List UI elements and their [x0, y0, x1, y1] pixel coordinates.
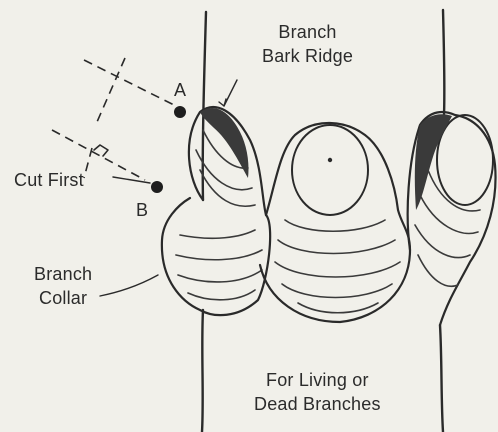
ridge-arrowhead [219, 99, 226, 106]
trunk-right-edge [443, 10, 444, 115]
middle-branch-outline [260, 123, 410, 322]
first-cut-line [97, 58, 125, 122]
label-line: Branch [262, 20, 353, 44]
point-b-label: B [136, 198, 148, 222]
trunk-left-lower [202, 310, 203, 432]
trunk-right-lower [440, 325, 443, 432]
ridge-leader [224, 80, 237, 106]
right-branch-cut-face [437, 115, 493, 205]
first-cut-line-lower [84, 148, 92, 178]
point-b-marker [151, 181, 163, 193]
point-a-marker [174, 106, 186, 118]
caption-line: For Living or [254, 368, 381, 392]
bark-ridge-right [415, 114, 452, 210]
label-line: Collar [34, 286, 92, 310]
cut-line-a [84, 60, 174, 105]
left-branch-outline [162, 107, 270, 315]
label-line: Bark Ridge [262, 44, 353, 68]
branch-collar-label: Branch Collar [34, 262, 92, 310]
cut-first-label: Cut First [14, 168, 84, 192]
middle-branch-cut-face [292, 125, 368, 215]
pith-dot [328, 158, 332, 162]
label-line: Branch [34, 262, 92, 286]
point-a-label: A [174, 78, 186, 102]
caption-line: Dead Branches [254, 392, 381, 416]
caption: For Living or Dead Branches [254, 368, 381, 416]
trunk-left-edge [203, 12, 206, 200]
branch-bark-ridge-label: Branch Bark Ridge [262, 20, 353, 68]
collar-leader [100, 275, 158, 296]
collar-contour [180, 230, 255, 238]
